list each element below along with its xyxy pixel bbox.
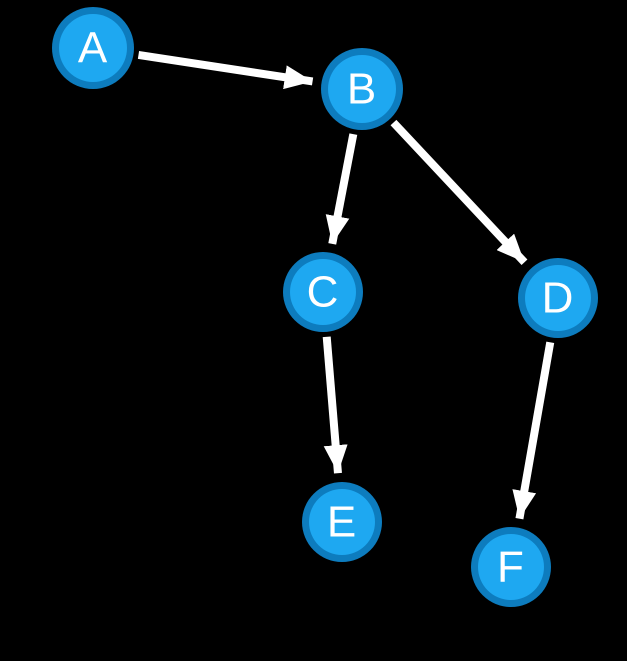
node-label-C: C: [307, 268, 340, 317]
node-inner-circle: [525, 265, 591, 331]
node-label-A: A: [78, 24, 108, 73]
node-label-E: E: [327, 498, 357, 547]
graph-node-F[interactable]: F: [471, 527, 551, 607]
graph-node-B[interactable]: B: [321, 48, 403, 130]
node-inner-circle: [290, 259, 356, 325]
node-inner-circle: [478, 534, 544, 600]
graph-node-C[interactable]: C: [283, 252, 363, 332]
edge-A-B: [137, 50, 314, 90]
node-inner-circle: [59, 14, 127, 82]
nodes-layer: A B C D E F: [52, 7, 598, 607]
graph-node-E[interactable]: E: [302, 482, 382, 562]
edge-B-D: [390, 119, 528, 265]
edges-layer: [137, 50, 555, 520]
node-inner-circle: [328, 55, 396, 123]
edge-B-C: [325, 133, 358, 245]
node-label-B: B: [347, 65, 377, 114]
edge-D-F: [512, 341, 555, 520]
graph-node-A[interactable]: A: [52, 7, 134, 89]
node-label-D: D: [542, 274, 575, 323]
node-label-F: F: [497, 543, 525, 592]
graph-node-D[interactable]: D: [518, 258, 598, 338]
node-inner-circle: [309, 489, 375, 555]
edge-C-E: [322, 336, 348, 474]
